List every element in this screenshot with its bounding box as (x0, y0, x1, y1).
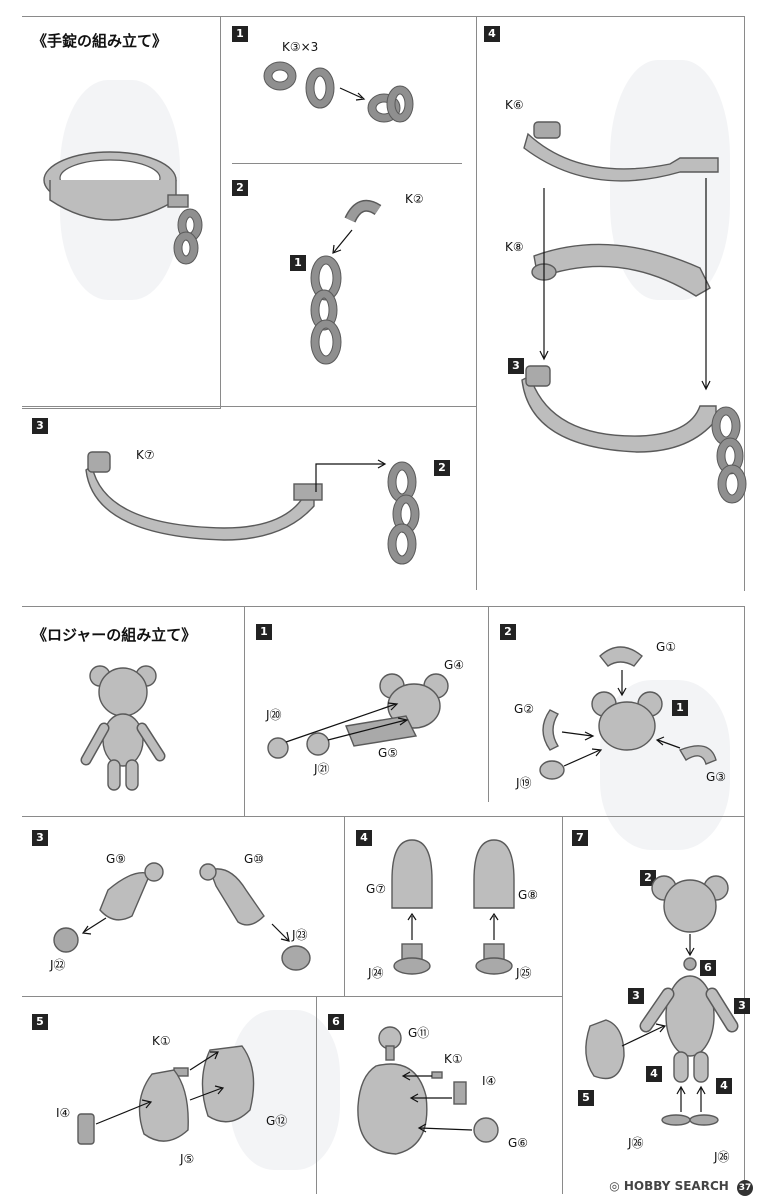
sub-step-number: 6 (700, 960, 716, 976)
part-label: I④ (56, 1106, 71, 1120)
part-label: G④ (444, 658, 465, 672)
chain-assembly-illustration (310, 199, 382, 365)
divider (22, 816, 744, 817)
step-number: 2 (232, 180, 248, 196)
step-number: 1 (232, 26, 248, 42)
arms-assembly-illustration (53, 862, 311, 971)
brand-name: HOBBY SEARCH (623, 1179, 729, 1193)
chain-links-illustration (263, 61, 414, 123)
brand-logo-icon: ◎ (609, 1179, 624, 1193)
part-label: G② (514, 702, 535, 716)
part-label: K③×3 (282, 40, 319, 54)
part-label: J㉒ (50, 958, 66, 972)
step3-frame (22, 406, 476, 591)
sub-step-number: 1 (290, 255, 306, 271)
torso-assembly-illustration (77, 1045, 255, 1145)
divider (476, 16, 477, 590)
footer-brand: ◎ HOBBY SEARCH 37 (609, 1179, 753, 1196)
part-label: J⑲ (516, 776, 532, 790)
handcuff-overview-illustration (43, 151, 203, 265)
part-label: K⑥ (505, 98, 524, 112)
sub-step-number: 3 (508, 358, 524, 374)
sub-step-number: 2 (640, 870, 656, 886)
head-assembly-illustration (539, 646, 717, 780)
section-frame (22, 16, 745, 591)
step-number: 4 (356, 830, 372, 846)
section-frame (22, 606, 745, 1195)
step-number: 2 (500, 624, 516, 640)
part-label: J㉑ (314, 762, 330, 776)
step-number: 5 (32, 1014, 48, 1030)
part-label: J㉓ (292, 928, 308, 942)
part-label: J㉔ (368, 966, 384, 980)
overview-frame (22, 16, 221, 409)
section-title: 《ロジャーの組み立て》 (32, 626, 197, 644)
page-number: 37 (737, 1180, 753, 1196)
step-number: 3 (32, 418, 48, 434)
part-label: J⑳ (266, 708, 282, 722)
sub-step-number: 5 (578, 1090, 594, 1106)
part-label: G⑦ (366, 882, 387, 896)
divider (22, 996, 562, 997)
sub-step-number: 3 (628, 988, 644, 1004)
divider (232, 163, 462, 164)
part-label: G⑩ (244, 852, 265, 866)
step-number: 7 (572, 830, 588, 846)
sub-step-number: 4 (646, 1066, 662, 1082)
part-label: K⑦ (136, 448, 155, 462)
divider (562, 816, 563, 1194)
part-label: G⑨ (106, 852, 127, 866)
part-label: J⑤ (180, 1152, 195, 1166)
divider (316, 996, 317, 1194)
divider (344, 816, 345, 996)
part-label: I④ (482, 1074, 497, 1088)
part-label: J㉖ (628, 1136, 644, 1150)
part-label: K① (444, 1052, 463, 1066)
step-number: 4 (484, 26, 500, 42)
cuff-half-illustration (85, 451, 420, 565)
divider (488, 606, 489, 802)
sub-step-number: 2 (434, 460, 450, 476)
part-label: G⑥ (508, 1136, 529, 1150)
part-label: G③ (706, 770, 727, 784)
part-label: G⑫ (266, 1114, 288, 1128)
part-label: J㉕ (516, 966, 532, 980)
bear-overview-illustration (80, 665, 166, 791)
sub-step-number: 4 (716, 1078, 732, 1094)
head-back-assembly-illustration (267, 673, 449, 759)
part-label: G① (656, 640, 677, 654)
part-label: G⑪ (408, 1026, 430, 1040)
part-label: J㉖ (714, 1150, 730, 1164)
part-label: G⑤ (378, 746, 399, 760)
legs-assembly-illustration (391, 839, 515, 975)
part-label: K① (152, 1034, 171, 1048)
step-number: 3 (32, 830, 48, 846)
section-title: 《手錠の組み立て》 (32, 32, 168, 50)
sub-step-number: 3 (734, 998, 750, 1014)
torso-front-assembly-illustration (357, 1026, 499, 1155)
sub-step-number: 1 (672, 700, 688, 716)
part-label: K② (405, 192, 424, 206)
part-label: K⑧ (505, 240, 524, 254)
cuff-assembly-illustration (521, 121, 747, 504)
step-number: 1 (256, 624, 272, 640)
step-number: 6 (328, 1014, 344, 1030)
bear-final-assembly-illustration (585, 875, 739, 1126)
part-label: G⑧ (518, 888, 539, 902)
